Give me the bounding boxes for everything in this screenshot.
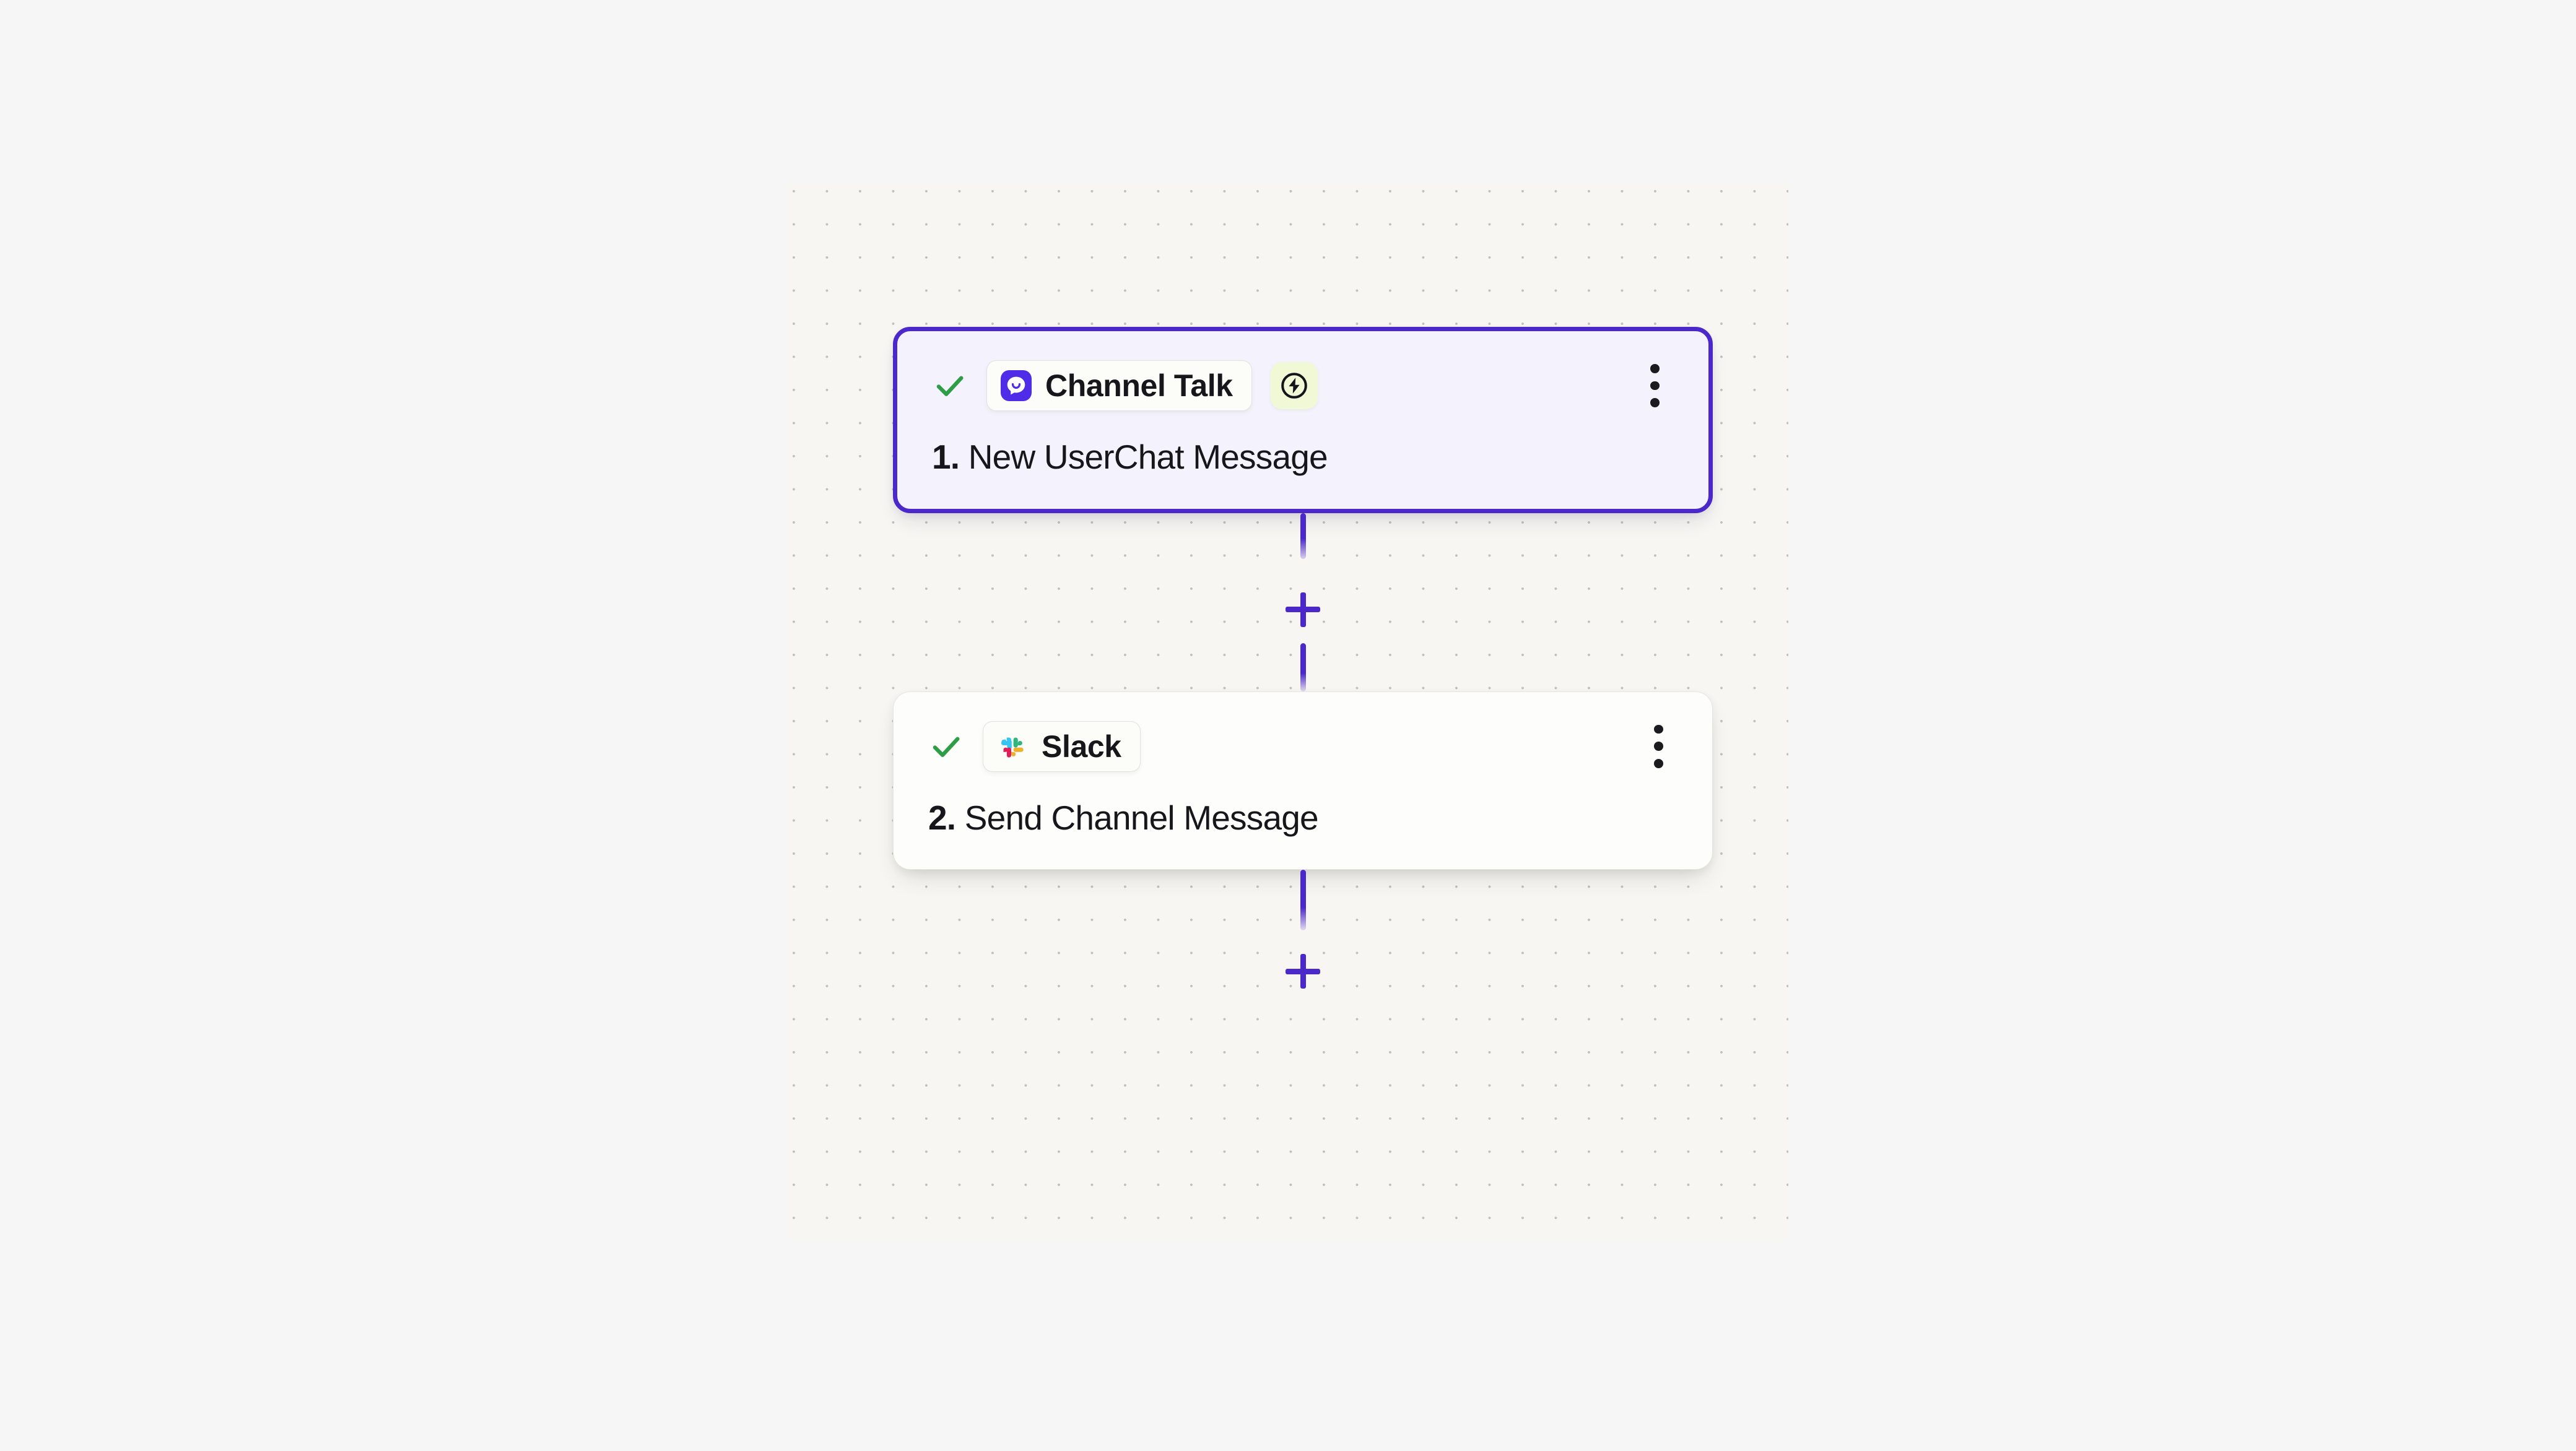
connector-line-segment [1300, 643, 1306, 691]
menu-dot [1650, 364, 1660, 373]
menu-dot [1650, 398, 1660, 408]
connector-line-segment [1300, 513, 1306, 559]
menu-dot [1653, 724, 1663, 734]
connector-line-segment [1300, 870, 1306, 931]
flow-node-column: Channel Talk 1. New Use [893, 327, 1713, 1000]
channel-talk-icon [1001, 370, 1032, 401]
app-chip-channel-talk[interactable]: Channel Talk [986, 360, 1252, 411]
flow-node-action[interactable]: Slack 2. Send Channel Message [893, 691, 1713, 870]
node-title: 1. New UserChat Message [932, 438, 1674, 477]
connector-node1-node2 [893, 513, 1713, 691]
add-step-button[interactable] [1274, 943, 1331, 1000]
menu-dot [1650, 381, 1660, 391]
add-step-button[interactable] [1274, 581, 1331, 638]
node-title-text: New UserChat Message [968, 438, 1328, 476]
node-header: Slack [928, 718, 1677, 775]
step-index: 1. [932, 438, 960, 476]
check-icon [933, 737, 960, 757]
check-icon [936, 376, 964, 396]
flow-node-trigger[interactable]: Channel Talk 1. New Use [893, 327, 1713, 513]
app-chip-label: Slack [1042, 729, 1121, 764]
app-chip-slack[interactable]: Slack [983, 721, 1141, 772]
more-vertical-icon[interactable] [1639, 724, 1677, 768]
node-header: Channel Talk [932, 357, 1674, 414]
trigger-badge[interactable] [1270, 362, 1318, 409]
connector-node2-end [893, 870, 1713, 1000]
slack-icon [1001, 737, 1024, 758]
node-title: 2. Send Channel Message [928, 799, 1677, 838]
app-chip-label: Channel Talk [1045, 368, 1233, 403]
menu-dot [1653, 742, 1663, 751]
lightning-bolt-icon [1281, 373, 1307, 399]
menu-dot [1653, 759, 1663, 768]
more-vertical-icon[interactable] [1635, 364, 1674, 408]
node-title-text: Send Channel Message [964, 798, 1319, 837]
step-index: 2. [928, 798, 956, 837]
